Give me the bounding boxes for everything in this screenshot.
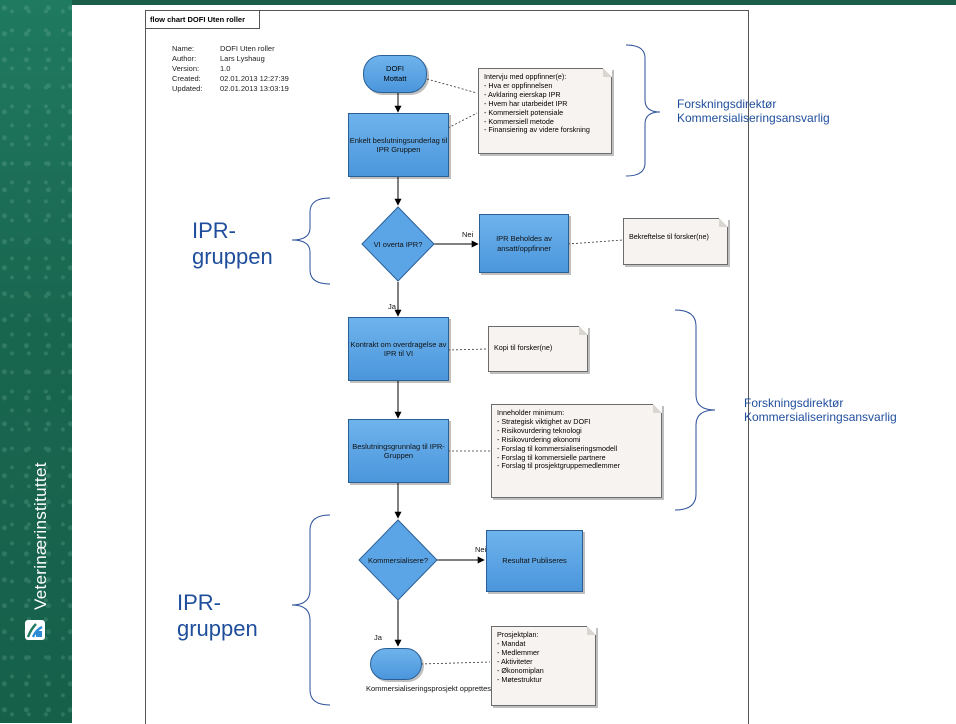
note-plan: Prosjektplan: - Mandat - Medlemmer - Akt…: [491, 626, 596, 706]
start-node-label: DOFI Mottatt: [383, 64, 407, 83]
edge-label-nei: Nei: [475, 545, 487, 554]
top-border: [0, 0, 956, 5]
sidebar-texture: [0, 0, 72, 723]
contract-node-label: Kontrakt om overdragelse av IPR til VI: [350, 339, 447, 359]
meta-key: Updated:: [172, 84, 203, 93]
meta-row-updated: Updated: 02.01.2013 13:03:19: [172, 84, 289, 94]
end-node-label: Kommersialiseringsprosjekt opprettes: [366, 684, 492, 693]
note-line: - Aktiviteter: [497, 656, 533, 666]
note-line: - Møtestruktur: [497, 674, 542, 684]
note-link: [567, 239, 624, 245]
note-link: [426, 78, 478, 94]
meta-value: Lars Lyshaug: [220, 54, 265, 63]
meta-value: 02.01.2013 13:03:19: [220, 84, 289, 93]
note-line: Prosjektplan:: [497, 630, 539, 639]
note-link: [447, 112, 478, 129]
role-line: Kommersialiseringsansvarlig: [744, 410, 897, 424]
end-node: [370, 648, 422, 680]
brace-ipr-top: [291, 197, 331, 285]
meta-value: 1.0: [220, 64, 231, 73]
note-line: - Medlemmer: [497, 647, 540, 657]
group-label-ipr-bottom: IPR-gruppen: [177, 590, 258, 641]
role-line: Kommersialiseringsansvarlig: [677, 111, 830, 125]
note-confirm: Bekreftelse til forsker(ne): [623, 218, 728, 265]
note-line: - Økonomiplan: [497, 665, 544, 675]
decision1-label: VI overta IPR?: [373, 240, 423, 249]
note-line: Intervju med oppfinner(e):: [484, 72, 567, 81]
basis-node: Enkelt beslutningsunderlag til IPR Grupp…: [348, 113, 449, 177]
note-link: [447, 348, 488, 351]
note-line: - Hvem har utarbeidet IPR: [484, 98, 568, 108]
published-label: Resultat Publiseres: [502, 556, 567, 566]
meta-row-name: Name: DOFI Uten roller: [172, 44, 275, 54]
meta-key: Name:: [172, 44, 195, 53]
edge-label-ja: Ja: [374, 633, 382, 642]
meta-row-author: Author: Lars Lyshaug: [172, 54, 265, 64]
note-line: Bekreftelse til forsker(ne): [629, 232, 709, 241]
decision2-diamond: [358, 519, 438, 601]
start-node: DOFI Mottatt: [363, 55, 427, 93]
note-line: - Forslag til prosjektgruppemedlemmer: [497, 461, 621, 471]
retained-node-label: IPR Beholdes av ansatt/oppfinner: [496, 234, 552, 253]
note-line: - Forslag til kommersielle partnere: [497, 452, 606, 462]
diagram-title-tab: flow chart DOFI Uten roller: [146, 11, 261, 29]
role-line: Forskningsdirektør: [744, 396, 844, 410]
decision1-diamond: [361, 206, 435, 282]
note-link: [420, 661, 491, 665]
group-label-ipr-top: IPR-gruppen: [192, 218, 273, 269]
edge-label-ja: Ja: [388, 302, 396, 311]
note-line: Inneholder minimum:: [497, 408, 565, 417]
decision2-label: Kommersialisere?: [367, 556, 429, 565]
note-line: - Avklaring eierskap IPR: [484, 89, 561, 99]
meta-value: 02.01.2013 12:27:39: [220, 74, 289, 83]
note-line: - Forslag til kommersialiseringsmodell: [497, 443, 618, 453]
sidebar: Veterinærinstituttet: [0, 0, 72, 723]
brace-role-mid: [674, 309, 716, 511]
role-line: Forskningsdirektør: [677, 97, 777, 111]
meta-key: Author:: [172, 54, 197, 63]
brace-role-top: [625, 44, 661, 177]
published-node: Resultat Publiseres: [486, 530, 583, 592]
basis-node-label: Enkelt beslutningsunderlag til IPR Grupp…: [349, 135, 448, 155]
edge-label-nei: Nei: [462, 230, 474, 239]
meta-key: Version:: [172, 64, 200, 73]
retained-node: IPR Beholdes av ansatt/oppfinner: [479, 214, 569, 273]
note-minimum: Inneholder minimum: - Strategisk viktigh…: [491, 404, 662, 498]
note-line: - Risikovurdering økonomi: [497, 434, 581, 444]
note-line: - Finansiering av videre forskning: [484, 125, 590, 135]
note-line: - Mandat: [497, 638, 526, 648]
meta-key: Created:: [172, 74, 201, 83]
note-line: - Kommersielt potensiale: [484, 107, 564, 117]
note-interview: Intervju med oppfinner(e): - Hva er oppf…: [478, 68, 612, 154]
role-label-top: Forskningsdirektør Kommersialiseringsans…: [677, 97, 830, 125]
meta-row-version: Version: 1.0: [172, 64, 230, 74]
note-line: - Hva er oppfinnelsen: [484, 80, 553, 90]
meta-value: DOFI Uten roller: [220, 44, 275, 53]
meta-row-created: Created: 02.01.2013 12:27:39: [172, 74, 289, 84]
note-line: - Risikovurdering teknologi: [497, 425, 582, 435]
note-line: - Kommersiell metode: [484, 116, 554, 126]
role-label-mid: Forskningsdirektør Kommersialiseringsans…: [744, 396, 897, 424]
note-line: Kopi til forsker(ne): [494, 343, 553, 352]
decision-basis-node: Beslutningsgrunnlag til IPR-Gruppen: [348, 419, 449, 483]
brand-logo-icon: [25, 620, 45, 640]
contract-node: Kontrakt om overdragelse av IPR til VI: [348, 317, 449, 381]
note-line: - Strategisk viktighet av DOFI: [497, 416, 591, 426]
brace-ipr-bottom: [291, 514, 331, 706]
decision-basis-label: Beslutningsgrunnlag til IPR-Gruppen: [352, 441, 445, 461]
note-copy: Kopi til forsker(ne): [488, 326, 588, 372]
